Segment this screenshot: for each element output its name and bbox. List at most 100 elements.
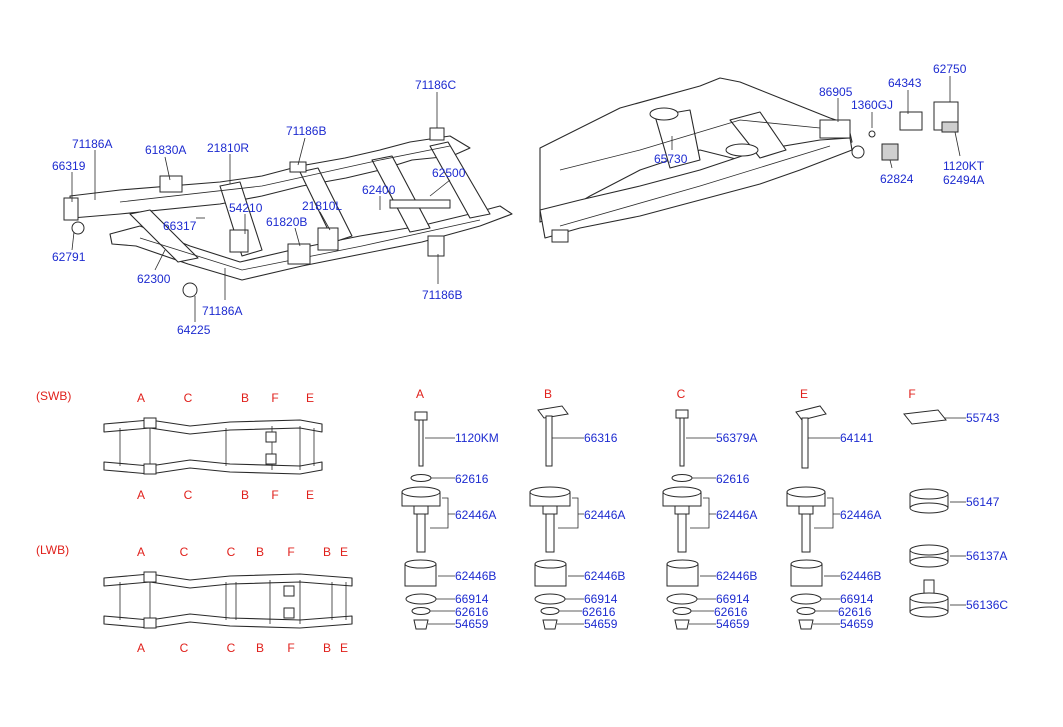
- col-a-part: 62446B: [455, 569, 496, 583]
- leader-lines-upper: [71, 76, 961, 322]
- col-c-part: 62616: [716, 472, 750, 486]
- swb-bottom-letter: C: [184, 488, 193, 502]
- lwb-top-letter: C: [180, 545, 189, 559]
- label-61820B: 61820B: [266, 215, 307, 229]
- swb-label: (SWB): [36, 389, 71, 403]
- swb-bottom-letter: B: [241, 488, 249, 502]
- rear-frame-drawing: [539, 77, 959, 243]
- swb-layout: (SWB) A C B F E A C B F E: [36, 389, 323, 502]
- label-62500: 62500: [432, 166, 466, 180]
- lwb-bottom-letter: F: [287, 641, 294, 655]
- label-21810L: 21810L: [302, 199, 342, 213]
- swb-frame-plan: [103, 417, 323, 475]
- column-b-header: B: [544, 387, 552, 401]
- col-a-part: 62446A: [455, 508, 496, 522]
- label-71186B-bot: 71186B: [422, 288, 462, 302]
- col-e-part: 64141: [840, 431, 874, 445]
- main-frame-drawing: [63, 127, 513, 298]
- col-a-part: 1120KM: [455, 431, 499, 445]
- lwb-bottom-letter: C: [180, 641, 189, 655]
- column-a-header: A: [416, 387, 424, 401]
- label-61830A: 61830A: [145, 143, 186, 157]
- lwb-top-letter: A: [137, 545, 145, 559]
- label-71186A-top: 71186A: [72, 137, 112, 151]
- label-62494A: 62494A: [943, 173, 984, 187]
- col-c-part: 54659: [716, 617, 750, 631]
- mount-column-a: A 1120KM 62616 62446A 62446B 66914 62616…: [401, 387, 499, 631]
- lwb-top-letter: C: [227, 545, 236, 559]
- col-a-part: 66914: [455, 592, 489, 606]
- label-66317: 66317: [163, 219, 197, 233]
- swb-bottom-letter: A: [137, 488, 145, 502]
- col-c-part: 56379A: [716, 431, 757, 445]
- mount-column-b: B 66316 62446A 62446B 66914 62616 54659: [529, 387, 625, 631]
- col-a-part: 54659: [455, 617, 489, 631]
- lwb-top-letter: E: [340, 545, 348, 559]
- lwb-top-letter: B: [256, 545, 264, 559]
- col-b-part: 62446B: [584, 569, 625, 583]
- label-1120KT: 1120KT: [943, 159, 985, 173]
- col-e-part: 66914: [840, 592, 874, 606]
- col-b-part: 66914: [584, 592, 618, 606]
- label-62791: 62791: [52, 250, 86, 264]
- lwb-bottom-letter: E: [340, 641, 348, 655]
- col-f-part: 56147: [966, 495, 1000, 509]
- col-e-part: 62446B: [840, 569, 881, 583]
- lwb-top-letter: B: [323, 545, 331, 559]
- label-71186C: 71186C: [415, 78, 456, 92]
- swb-top-letter: C: [184, 391, 193, 405]
- label-62750: 62750: [933, 62, 967, 76]
- column-e-header: E: [800, 387, 808, 401]
- mount-column-c: C 56379A 62616 62446A 62446B 66914 62616…: [662, 387, 757, 631]
- col-a-part: 62616: [455, 605, 489, 619]
- swb-top-letter: B: [241, 391, 249, 405]
- col-b-part: 62616: [582, 605, 616, 619]
- swb-top-letter: A: [137, 391, 145, 405]
- col-e-part: 54659: [840, 617, 874, 631]
- column-f-header: F: [908, 387, 915, 401]
- swb-top-letter: E: [306, 391, 314, 405]
- label-21810R: 21810R: [207, 141, 249, 155]
- col-c-part: 62616: [714, 605, 748, 619]
- lwb-bottom-letter: A: [137, 641, 145, 655]
- swb-top-letter: F: [271, 391, 278, 405]
- label-86905: 86905: [819, 85, 853, 99]
- col-b-part: 62446A: [584, 508, 625, 522]
- label-64343: 64343: [888, 76, 922, 90]
- col-e-part: 62616: [838, 605, 872, 619]
- upper-labels: 71186C 71186A 61830A 21810R 71186B 66319…: [52, 62, 985, 337]
- lwb-bottom-letter: C: [227, 641, 236, 655]
- lwb-label: (LWB): [36, 543, 69, 557]
- label-71186B-top: 71186B: [286, 124, 326, 138]
- col-a-part: 62616: [455, 472, 489, 486]
- label-66319: 66319: [52, 159, 86, 173]
- col-f-part: 56136C: [966, 598, 1008, 612]
- lwb-bottom-letter: B: [323, 641, 331, 655]
- col-c-part: 62446B: [716, 569, 757, 583]
- label-65730: 65730: [654, 152, 688, 166]
- col-f-part: 55743: [966, 411, 1000, 425]
- col-c-part: 62446A: [716, 508, 757, 522]
- label-62824: 62824: [880, 172, 914, 186]
- mount-column-f: F 55743 56147 56137A 56136C: [903, 387, 1008, 618]
- col-b-part: 54659: [584, 617, 618, 631]
- lwb-top-letter: F: [287, 545, 294, 559]
- col-c-part: 66914: [716, 592, 750, 606]
- lwb-bottom-letter: B: [256, 641, 264, 655]
- lwb-layout: (LWB) A C C B F B E A C C B F B E: [36, 543, 353, 655]
- label-1360GJ: 1360GJ: [851, 98, 893, 112]
- swb-bottom-letter: E: [306, 488, 314, 502]
- column-c-header: C: [677, 387, 686, 401]
- label-62300: 62300: [137, 272, 171, 286]
- col-b-part: 66316: [584, 431, 618, 445]
- lwb-frame-plan: [103, 571, 353, 629]
- col-e-part: 62446A: [840, 508, 881, 522]
- swb-bottom-letter: F: [271, 488, 278, 502]
- label-64225: 64225: [177, 323, 211, 337]
- label-54210: 54210: [229, 201, 263, 215]
- col-f-part: 56137A: [966, 549, 1007, 563]
- label-62400: 62400: [362, 183, 396, 197]
- label-71186A-bot: 71186A: [202, 304, 242, 318]
- mount-column-e: E 64141 62446A 62446B 66914 62616 54659: [786, 387, 881, 631]
